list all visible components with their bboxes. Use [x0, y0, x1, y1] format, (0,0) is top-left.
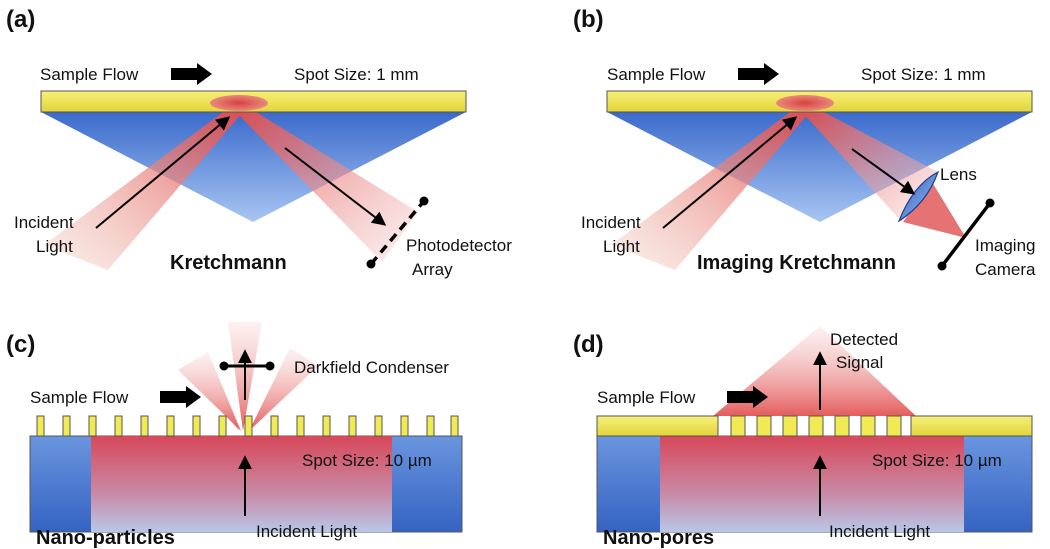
lens-icon [897, 170, 940, 223]
nanoparticle [244, 415, 253, 437]
nanopore-segment [860, 415, 876, 437]
spot-size-label: Spot Size: 1 mm [294, 65, 419, 84]
incident-label: Incident Light [829, 522, 930, 541]
nanopore-array [730, 415, 902, 437]
detector-label: Photodetector [406, 236, 512, 255]
sample-flow-label: Sample Flow [40, 65, 139, 84]
photodetector-array [369, 199, 426, 266]
prism [607, 112, 1032, 222]
nanoparticle [140, 415, 149, 437]
flow-arrow-icon [738, 63, 779, 85]
incident-label: Incident Light [256, 522, 357, 541]
reflected-arrow [284, 147, 387, 226]
detected-label: Detected [830, 330, 898, 349]
camera-label: Camera [975, 260, 1036, 279]
flow-arrow-icon [171, 63, 212, 85]
spot-size-label: Spot Size: 10 µm [302, 451, 432, 470]
light-spot [776, 95, 834, 111]
nanoparticle [450, 415, 459, 437]
panel-c: (c) [6, 322, 463, 549]
focused-beam [903, 182, 966, 238]
panel-title: Imaging Kretchmann [697, 252, 896, 274]
detected-signal-cone [713, 326, 916, 416]
detector-label: Array [412, 260, 453, 279]
nanoparticle [36, 415, 45, 437]
panel-title: Kretchmann [170, 252, 287, 274]
spot-size-label: Spot Size: 1 mm [861, 65, 986, 84]
imaging-camera [940, 201, 992, 268]
nanoparticle [88, 415, 97, 437]
condenser-label: Darkfield Condenser [294, 358, 449, 377]
scatter-cone [249, 348, 318, 431]
panel-title: Nano-pores [603, 527, 714, 549]
panel-b: (b) Sample Flow Spot Size: 1 mm Incident… [573, 6, 1036, 279]
incident-arrow [662, 116, 798, 229]
illuminated-region [660, 436, 964, 532]
nanopore-segment [886, 415, 902, 437]
panel-a-label: (a) [6, 6, 35, 33]
nanoparticle [348, 415, 357, 437]
nanoparticle [192, 415, 201, 437]
camera-end-dot [937, 261, 947, 271]
panel-title: Nano-particles [36, 527, 175, 549]
incident-arrow [95, 116, 231, 229]
panel-d: (d) Sample Flow Detected Signal Spot Siz… [573, 326, 1033, 549]
camera-label: Imaging [975, 236, 1035, 255]
camera-end-dot [985, 198, 995, 208]
condenser-end-dot [219, 361, 229, 371]
sample-flow-label: Sample Flow [607, 65, 706, 84]
incident-label: Incident [14, 213, 74, 232]
condenser-end-dot [265, 361, 275, 371]
gold-film [910, 415, 1033, 437]
nanopore-segment [808, 415, 824, 437]
scatter-cone [210, 389, 239, 431]
nanoparticle [62, 415, 71, 437]
incident-label: Light [36, 237, 73, 256]
illuminated-region [91, 436, 392, 532]
nanopore-segment [730, 415, 746, 437]
prism [41, 112, 466, 222]
spot-size-label: Spot Size: 10 µm [872, 451, 1002, 470]
incident-label: Light [603, 237, 640, 256]
sample-flow-label: Sample Flow [30, 388, 129, 407]
panel-b-label: (b) [573, 6, 604, 33]
flow-arrow-icon [727, 386, 768, 408]
nanopore-segment [782, 415, 798, 437]
sample-flow-label: Sample Flow [597, 388, 696, 407]
nanoparticle [270, 415, 279, 437]
panel-a: (a) Sample Flow Spot Size: 1 mm Incident… [6, 6, 512, 279]
nanoparticle [218, 415, 227, 437]
nanoparticle [114, 415, 123, 437]
panel-c-label: (c) [6, 331, 35, 358]
nanoparticle [166, 415, 175, 437]
nanopore-segment [756, 415, 772, 437]
nanopore-segment [834, 415, 850, 437]
detected-label: Signal [836, 353, 883, 372]
lens-label: Lens [940, 165, 977, 184]
nanoparticle [296, 415, 305, 437]
nanoparticle [426, 415, 435, 437]
detector-end-dot [366, 259, 376, 269]
flow-arrow-icon [160, 386, 201, 408]
light-spot [210, 95, 268, 111]
incident-label: Incident [581, 213, 641, 232]
nanoparticle [400, 415, 409, 437]
gold-film [596, 415, 719, 437]
reflected-arrow [851, 148, 916, 195]
nanoparticle [374, 415, 383, 437]
nanoparticle [322, 415, 331, 437]
detector-end-dot [419, 196, 429, 206]
panel-d-label: (d) [573, 331, 604, 358]
nanoparticle-array [36, 415, 459, 437]
